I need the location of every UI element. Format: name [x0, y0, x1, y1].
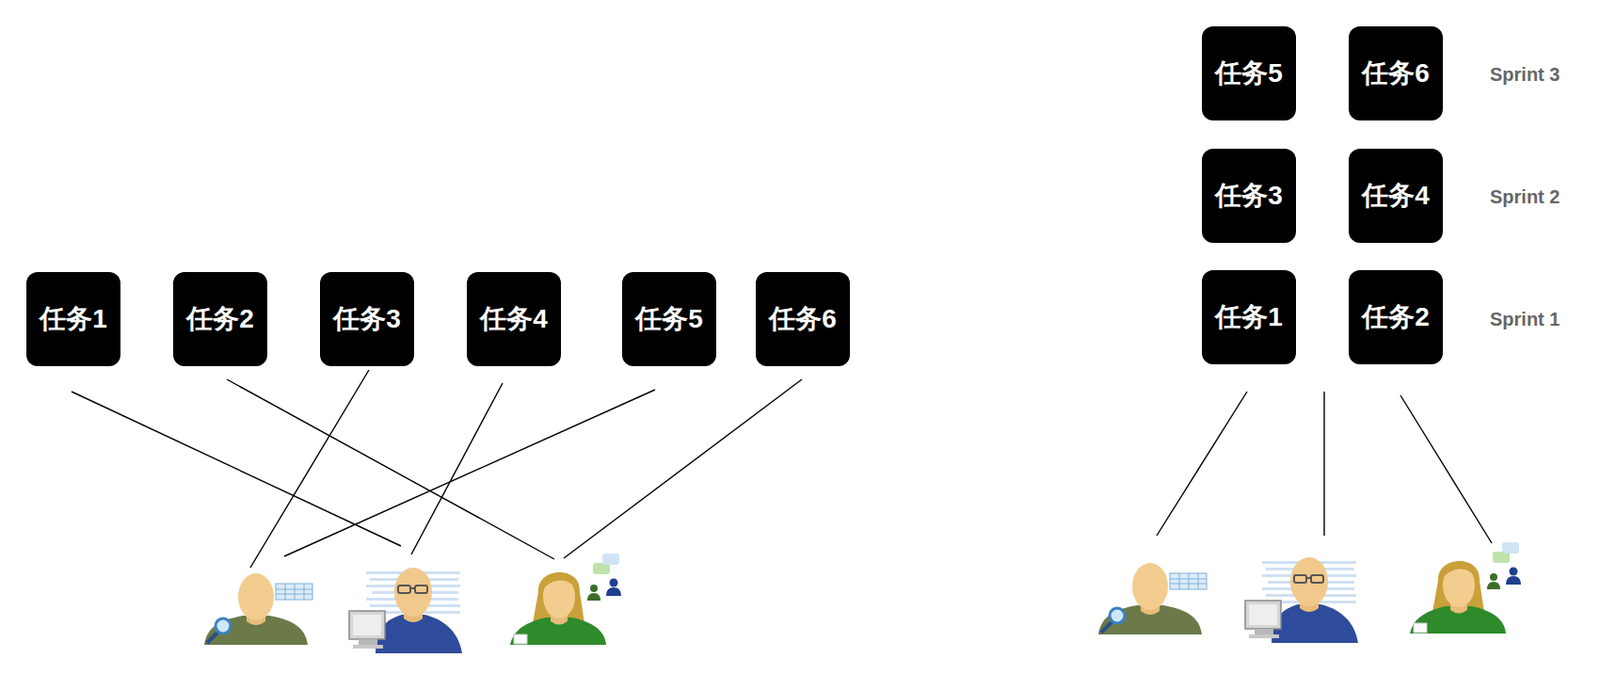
task-box: 任务3 [1201, 148, 1296, 243]
assignment-line [226, 379, 555, 560]
task-box: 任务5 [622, 272, 717, 367]
assignment-line [71, 391, 401, 546]
sprint-label: Sprint 1 [1489, 307, 1560, 331]
task-label: 任务6 [1361, 59, 1430, 89]
assignment-line [1323, 391, 1325, 536]
task-label: 任务5 [1215, 59, 1283, 89]
task-box: 任务1 [26, 272, 121, 367]
manager-figure [1409, 542, 1521, 634]
task-box: 任务1 [1201, 270, 1296, 365]
assignment-line [411, 383, 503, 555]
task-label: 任务1 [1215, 303, 1283, 333]
task-label: 任务2 [186, 304, 255, 335]
analyst-figure [204, 573, 313, 645]
task-box: 任务2 [173, 272, 268, 367]
task-label: 任务4 [480, 304, 548, 335]
task-label: 任务5 [635, 304, 704, 335]
task-box: 任务4 [466, 272, 561, 367]
manager-figure [510, 553, 622, 645]
task-label: 任务2 [1361, 303, 1430, 333]
task-box: 任务5 [1201, 26, 1296, 121]
assignment-line [1400, 395, 1492, 544]
task-box: 任务6 [755, 272, 850, 367]
assignment-line [563, 379, 802, 559]
analyst-figure [1098, 562, 1207, 635]
task-box: 任务4 [1348, 148, 1443, 243]
assignment-line [250, 369, 369, 568]
task-box: 任务2 [1348, 270, 1443, 365]
sprint-label: Sprint 2 [1489, 185, 1560, 208]
task-box: 任务3 [320, 272, 415, 367]
task-label: 任务6 [768, 304, 837, 335]
developer-figure [349, 567, 463, 654]
developer-figure [1245, 557, 1359, 643]
task-label: 任务3 [333, 304, 401, 335]
task-box: 任务6 [1348, 26, 1443, 121]
task-label: 任务1 [39, 304, 108, 335]
task-label: 任务4 [1361, 181, 1430, 211]
sprint-label: Sprint 3 [1489, 63, 1560, 86]
task-label: 任务3 [1215, 181, 1283, 211]
assignment-line [1156, 391, 1248, 536]
